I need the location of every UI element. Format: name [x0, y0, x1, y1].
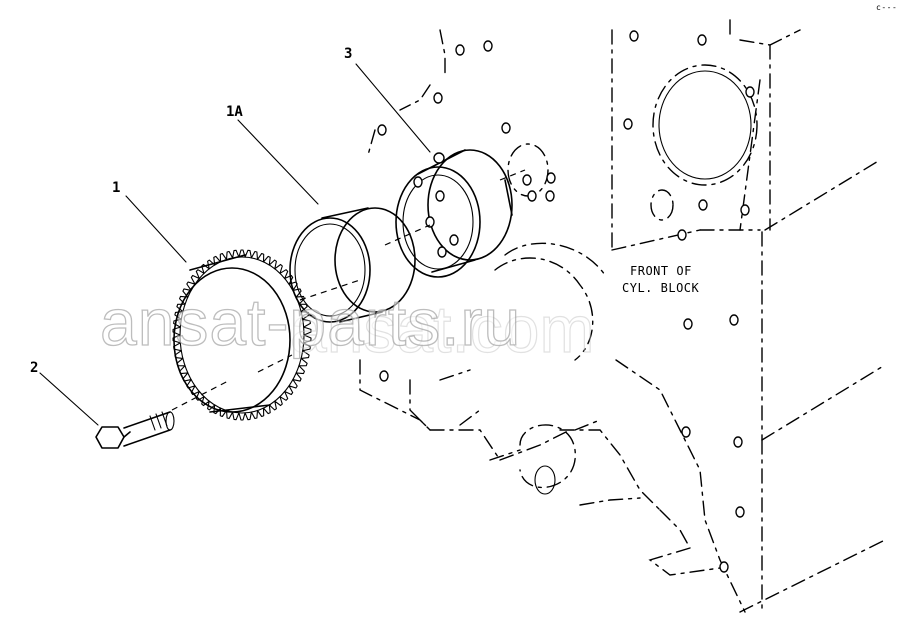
block-note-line2: CYL. BLOCK	[622, 281, 700, 295]
block-note-line1: FRONT OF	[630, 264, 692, 278]
watermark-secondary: ansat.com	[290, 292, 594, 366]
callout-2: 2	[30, 360, 38, 376]
gear-tooth-profile	[172, 249, 312, 421]
part-2-bolt	[95, 411, 175, 449]
assembly-centerlines	[171, 169, 526, 411]
part-1-gear	[172, 249, 312, 421]
callout-leaders	[39, 63, 431, 426]
corner-mark: c---	[876, 3, 897, 12]
callout-1: 1	[112, 180, 120, 196]
part-1a-ring	[289, 207, 416, 323]
block-bolt-holes	[377, 30, 755, 573]
part-3-housing	[395, 149, 513, 278]
watermark-primary: ansat-parts.ru	[100, 285, 521, 359]
cylinder-block-outline	[359, 19, 886, 613]
callout-3: 3	[344, 46, 352, 62]
callout-1a: 1A	[226, 104, 243, 120]
gear-teeth	[172, 249, 312, 421]
